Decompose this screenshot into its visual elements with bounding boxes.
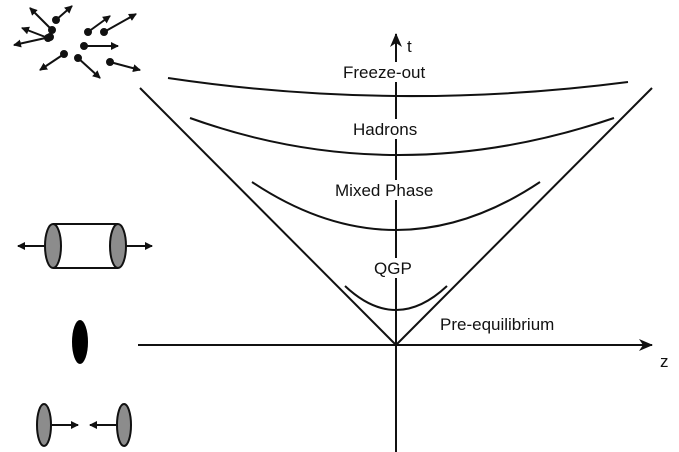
t-axis-label: t: [407, 37, 412, 56]
label-pre-equilibrium: Pre-equilibrium: [440, 315, 554, 334]
z-axis-label: z: [660, 352, 669, 371]
particle-spray-icon: [13, 5, 141, 79]
approaching-nuclei-icon: [36, 403, 132, 447]
light-cone-right: [395, 87, 653, 346]
label-hadrons: Hadrons: [353, 120, 417, 139]
label-qgp: QGP: [374, 259, 412, 278]
light-cone-left: [139, 87, 397, 346]
hadrons-curve: [189, 117, 615, 156]
label-mixed-phase: Mixed Phase: [335, 181, 433, 200]
label-freeze-out: Freeze-out: [343, 63, 425, 82]
cylinder-fireball-icon: [17, 223, 153, 269]
collision-disk-icon: [72, 320, 88, 364]
